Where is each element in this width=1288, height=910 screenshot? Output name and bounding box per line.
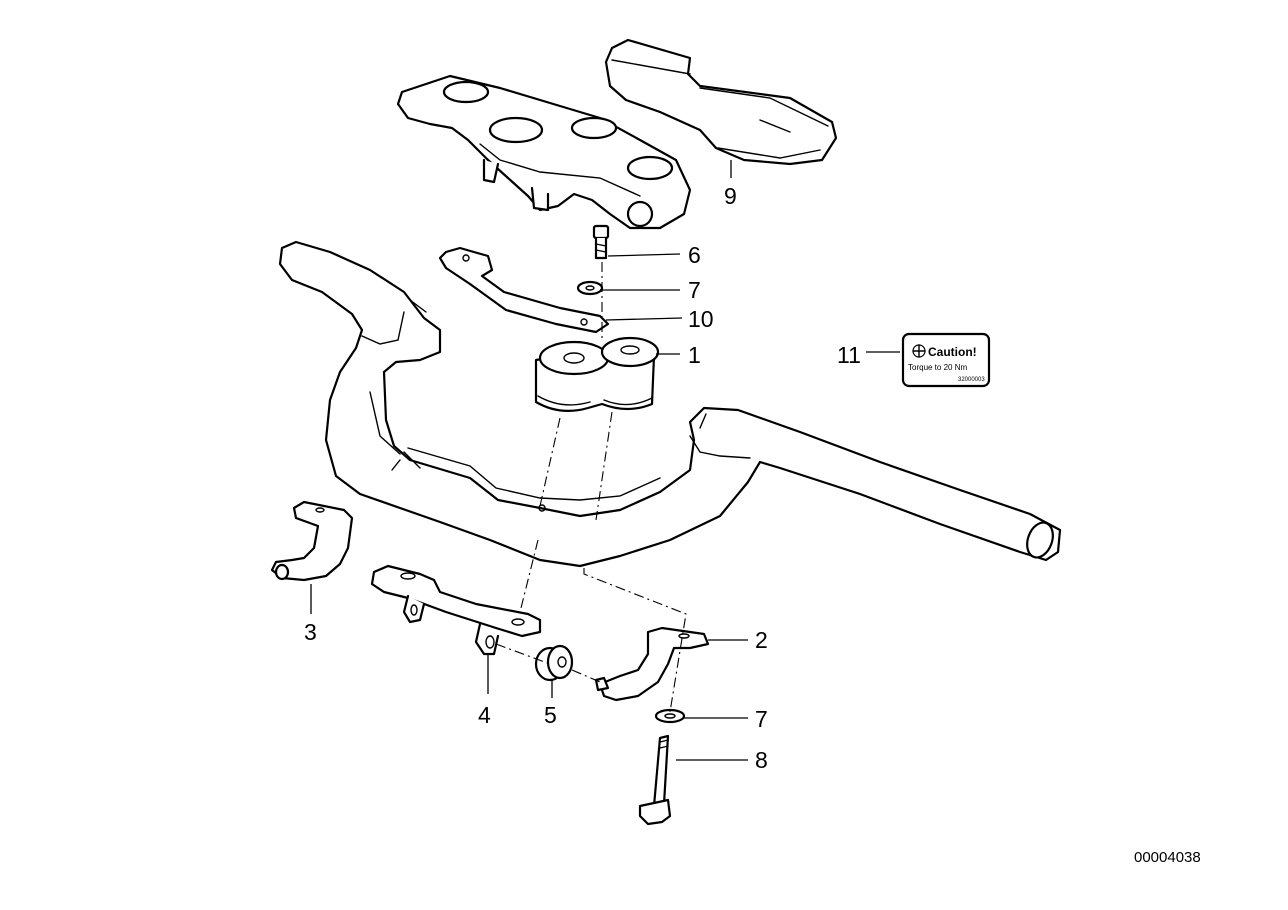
caution-label-title: Caution! [928,345,977,359]
callout-3: 3 [304,619,317,645]
caution-label-code: 32000003 [958,377,985,383]
callout-7-upper: 7 [688,277,701,303]
callout-7-lower: 7 [755,706,768,732]
assembly-axes [495,262,687,713]
callout-5: 5 [544,702,557,728]
part-4-lower-plate [370,564,542,656]
upper-fork-bridge [396,74,692,230]
part-5-grommet [534,644,574,682]
callout-11: 11 [837,342,861,368]
part-11-caution-label: Caution! Torque to 20 Nm 32000003 [901,332,991,388]
part-9-top-cover [604,38,838,166]
callout-10: 10 [688,306,714,332]
caution-label-torque: Torque to 20 Nm [908,363,967,372]
part-3-bracket-left [270,500,354,582]
document-number: 00004038 [1134,849,1201,866]
callout-1: 1 [688,342,701,368]
part-7-washer-upper [576,280,604,296]
callout-4: 4 [478,702,491,728]
part-6-bolt [592,224,610,260]
part-1-bushings [534,336,660,413]
part-8-long-bolt [638,734,672,826]
callout-9: 9 [724,183,737,209]
leader-lines [310,160,900,761]
part-10-plate [438,246,610,334]
callout-numbers: 9 6 7 10 1 11 3 2 4 5 7 8 [304,183,861,773]
callout-6: 6 [688,242,701,268]
part-2-bracket-right [594,626,710,702]
part-7-washer-lower [654,708,686,724]
callout-2: 2 [755,627,768,653]
handlebar [278,240,1062,568]
callout-8: 8 [755,747,768,773]
